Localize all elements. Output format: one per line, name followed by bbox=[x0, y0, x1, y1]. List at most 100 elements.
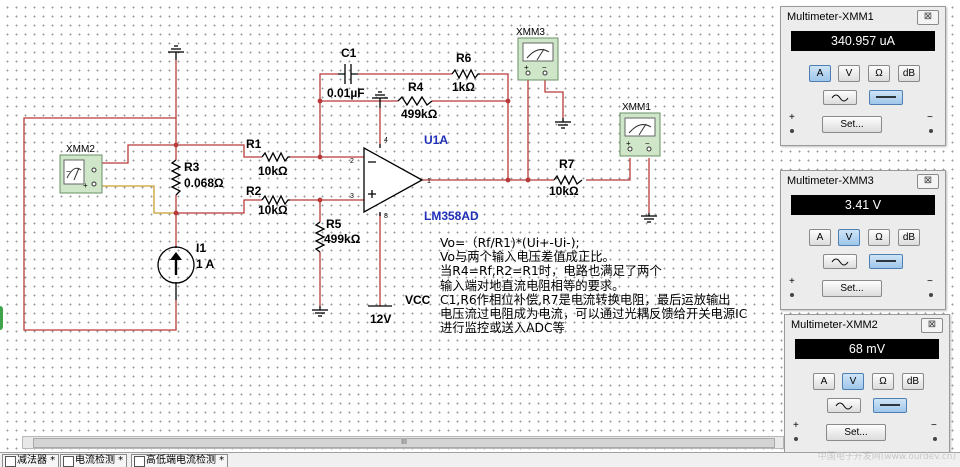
svg-text:4: 4 bbox=[384, 137, 388, 144]
multimeter-xmm2-panel[interactable]: Multimeter-XMM2 ⊠ 68 mV A V Ω dB + − Set… bbox=[784, 314, 950, 454]
ground-symbol bbox=[168, 45, 184, 60]
dc-coupling-button[interactable] bbox=[873, 398, 907, 413]
volt-mode-button[interactable]: V bbox=[838, 65, 860, 82]
vcc-value: 12V bbox=[370, 312, 391, 326]
ohm-mode-button[interactable]: Ω bbox=[872, 373, 894, 390]
sine-wave-icon bbox=[835, 402, 853, 410]
note-line: 输入端对地直流电阻相等的要求。 bbox=[440, 278, 625, 293]
svg-text:+: + bbox=[626, 139, 631, 148]
schematic-file-icon bbox=[134, 456, 145, 467]
scrollbar-thumb[interactable]: III bbox=[33, 438, 775, 448]
note-line: 进行监控或送入ADC等 bbox=[440, 321, 565, 336]
c1-label: C1 bbox=[341, 46, 357, 60]
positive-terminal[interactable] bbox=[794, 437, 798, 441]
xmm2-minus: − bbox=[66, 167, 71, 176]
svg-text:3: 3 bbox=[350, 193, 354, 200]
tab-high-low-side-current-detection[interactable]: 高低端电流检测 * bbox=[131, 454, 229, 467]
negative-terminal[interactable] bbox=[933, 437, 937, 441]
amp-mode-button[interactable]: A bbox=[809, 65, 831, 82]
meter-reading: 3.41 V bbox=[791, 195, 935, 215]
volt-mode-button[interactable]: V bbox=[838, 229, 860, 246]
multimeter-xmm3-panel[interactable]: Multimeter-XMM3 ⊠ 3.41 V A V Ω dB + − Se… bbox=[780, 170, 946, 310]
set-button[interactable]: Set... bbox=[822, 280, 882, 297]
note-line: C1,R6作相位补偿,R7是电流转换电阻，最后运放输出 bbox=[440, 292, 731, 307]
r5-label: R5 bbox=[326, 217, 342, 231]
svg-text:+: + bbox=[524, 63, 529, 72]
svg-text:−: − bbox=[542, 63, 547, 72]
circuit-schematic: XMM2 XMM3 XMM1 − + +− +− C1 0.01µF R6 1k… bbox=[23, 27, 661, 331]
svg-text:−: − bbox=[645, 139, 650, 148]
svg-text:2: 2 bbox=[350, 158, 354, 165]
set-button[interactable]: Set... bbox=[826, 424, 886, 441]
negative-terminal-label: − bbox=[927, 276, 933, 287]
positive-terminal-label: + bbox=[789, 276, 795, 287]
negative-terminal[interactable] bbox=[929, 129, 933, 133]
r2-value: 10kΩ bbox=[258, 203, 288, 217]
xmm3-label: XMM3 bbox=[516, 27, 545, 38]
close-icon[interactable]: ⊠ bbox=[921, 318, 943, 333]
svg-text:1: 1 bbox=[427, 178, 431, 185]
positive-terminal-label: + bbox=[789, 112, 795, 123]
dc-line-icon bbox=[876, 260, 896, 262]
db-mode-button[interactable]: dB bbox=[902, 373, 924, 390]
dc-coupling-button[interactable] bbox=[869, 254, 903, 269]
r1-label: R1 bbox=[246, 137, 262, 151]
meter-reading: 340.957 uA bbox=[791, 31, 935, 51]
note-line: 当R4=Rf,R2=R1时，电路也满足了两个 bbox=[440, 264, 662, 279]
ohm-mode-button[interactable]: Ω bbox=[868, 229, 890, 246]
opamp-ref: U1A bbox=[424, 133, 448, 147]
r4-value: 499kΩ bbox=[401, 107, 438, 121]
positive-terminal[interactable] bbox=[790, 293, 794, 297]
volt-mode-button[interactable]: V bbox=[842, 373, 864, 390]
r7-value: 10kΩ bbox=[549, 184, 579, 198]
ac-coupling-button[interactable] bbox=[827, 398, 861, 413]
xmm2-symbol bbox=[59, 154, 103, 194]
negative-terminal[interactable] bbox=[929, 293, 933, 297]
watermark-text: 中国电子开发网(www.ourdev.cn) bbox=[817, 452, 956, 462]
set-button[interactable]: Set... bbox=[822, 116, 882, 133]
sine-wave-icon bbox=[831, 258, 849, 266]
r1-value: 10kΩ bbox=[258, 164, 288, 178]
dc-line-icon bbox=[880, 404, 900, 406]
amp-mode-button[interactable]: A bbox=[813, 373, 835, 390]
close-icon[interactable]: ⊠ bbox=[917, 174, 939, 189]
ac-coupling-button[interactable] bbox=[823, 254, 857, 269]
ohm-mode-button[interactable]: Ω bbox=[868, 65, 890, 82]
xmm1-symbol bbox=[619, 112, 661, 157]
horizontal-scrollbar[interactable]: III bbox=[22, 436, 784, 449]
r4-label: R4 bbox=[408, 80, 424, 94]
db-mode-button[interactable]: dB bbox=[898, 65, 920, 82]
multimeter-xmm1-panel[interactable]: Multimeter-XMM1 ⊠ 340.957 uA A V Ω dB + … bbox=[780, 6, 946, 146]
svg-text:8: 8 bbox=[384, 213, 388, 220]
dc-coupling-button[interactable] bbox=[869, 90, 903, 105]
tab-subtractor[interactable]: 减法器 * bbox=[2, 454, 60, 467]
r5-value: 499kΩ bbox=[324, 232, 361, 246]
meter-title: Multimeter-XMM3 ⊠ bbox=[781, 171, 945, 191]
note-line: Vo与两个输入电压差值成正比。 bbox=[440, 250, 615, 265]
c1-value: 0.01µF bbox=[327, 86, 365, 100]
meter-title: Multimeter-XMM1 ⊠ bbox=[781, 7, 945, 27]
xmm2-plus: + bbox=[83, 181, 88, 190]
sine-wave-icon bbox=[831, 94, 849, 102]
amp-mode-button[interactable]: A bbox=[809, 229, 831, 246]
side-tab-indicator bbox=[0, 306, 3, 330]
note-line: Vo=（Rf/R1)*(Ui+-Ui-); bbox=[440, 236, 580, 250]
i1-label: I1 bbox=[196, 241, 206, 255]
xmm2-label: XMM2 bbox=[66, 144, 95, 155]
ac-coupling-button[interactable] bbox=[823, 90, 857, 105]
document-tab-bar: 减法器 * 电流检测 * 高低端电流检测 * bbox=[0, 452, 960, 467]
positive-terminal[interactable] bbox=[790, 129, 794, 133]
db-mode-button[interactable]: dB bbox=[898, 229, 920, 246]
r7-label: R7 bbox=[559, 157, 575, 171]
circuit-annotation: Vo=（Rf/R1)*(Ui+-Ui-); Vo与两个输入电压差值成正比。 当R… bbox=[440, 236, 747, 335]
negative-terminal-label: − bbox=[931, 420, 937, 431]
close-icon[interactable]: ⊠ bbox=[917, 10, 939, 25]
tab-current-detection[interactable]: 电流检测 * bbox=[60, 454, 128, 467]
vcc-label: VCC bbox=[405, 293, 431, 307]
opamp-part: LM358AD bbox=[424, 209, 479, 223]
xmm3-symbol bbox=[517, 37, 559, 81]
meter-reading: 68 mV bbox=[795, 339, 939, 359]
schematic-file-icon bbox=[5, 456, 16, 467]
r3-value: 0.068Ω bbox=[184, 176, 224, 190]
r6-value: 1kΩ bbox=[452, 80, 475, 94]
